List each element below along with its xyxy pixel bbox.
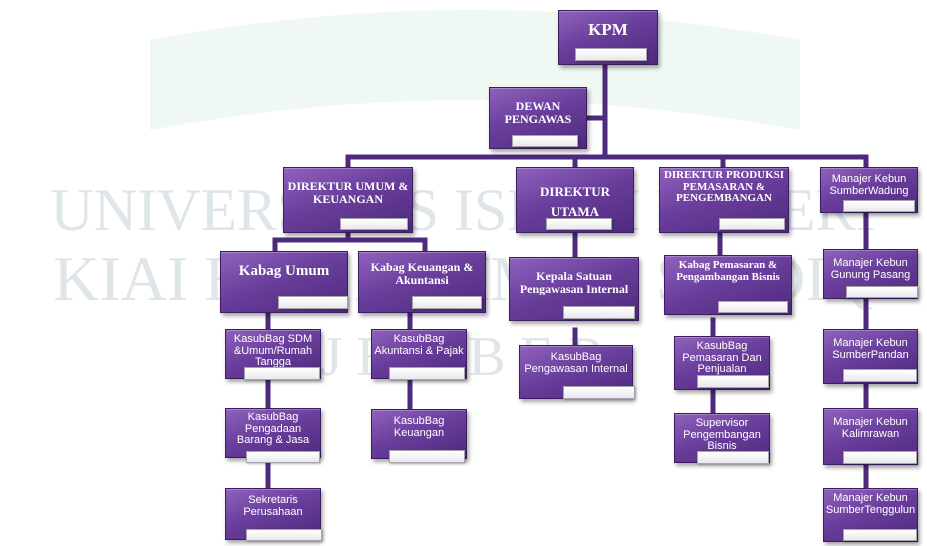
node-kpm-label: KPM <box>588 20 628 39</box>
node-manajer-sumberpandan-label: Manajer Kebun SumberPandan <box>832 337 909 361</box>
node-kasubbag-pengadaan-tag <box>246 451 320 463</box>
node-kasubbag-sdm-label: KasubBag SDM &Umum/Rumah Tangga <box>233 333 313 369</box>
node-manajer-sumbertenggulun-tag <box>843 529 917 541</box>
node-kabag-keuangan-label: Kabag Keuangan & Akuntansi <box>370 260 474 287</box>
node-kasubbag-keuangan-label: KasubBag Keuangan <box>393 415 445 439</box>
node-kasubbag-pemasaran-label: KasubBag Pemasaran Dan Penjualan <box>682 340 762 376</box>
node-kasubbag-pengawasan-tag <box>563 386 635 399</box>
node-kasubbag-pengadaan-label: KasubBag Pengadaan Barang & Jasa <box>236 411 310 447</box>
node-kasubbag-pemasaran-tag <box>697 375 769 388</box>
node-dewan-pengawas-tag <box>512 135 578 147</box>
node-kabag-umum-label: Kabag Umum <box>238 263 330 279</box>
node-direktur-utama-label: DIREKTUR UTAMA <box>540 184 611 219</box>
node-direktur-umum-label: DIREKTUR UMUM & KEUANGAN <box>287 179 409 206</box>
node-manajer-sumberwadung-label: Manajer Kebun SumberWadung <box>829 173 909 197</box>
node-kabag-pemasaran-label: Kabag Pemasaran & Pengambangan Bisnis <box>676 259 780 283</box>
node-manajer-gunungpasang-tag <box>846 286 918 298</box>
node-sekretaris-tag <box>246 529 322 541</box>
node-manajer-kalimrawan-tag <box>843 451 917 464</box>
node-kabag-keuangan-tag <box>412 296 482 309</box>
node-direktur-produksi-tag <box>719 218 785 230</box>
node-manajer-gunungpasang-label: Manajer Kebun Gunung Pasang <box>830 257 911 281</box>
node-kasubbag-akuntansi-tag <box>389 367 465 380</box>
node-direktur-umum-tag <box>340 218 408 230</box>
node-kabag-pemasaran-tag <box>718 301 788 313</box>
node-direktur-produksi-label: DIREKTUR PRODUKSI PEMASARAN & PENGEMBANG… <box>663 169 785 205</box>
node-manajer-sumberpandan-tag <box>843 369 917 382</box>
node-kasubbag-sdm-tag <box>244 367 320 380</box>
node-kasubbag-pengawasan-label: KasubBag Pengawasan Internal <box>524 351 628 375</box>
node-kasubbag-akuntansi-label: KasubBag Akuntansi & Pajak <box>374 333 464 357</box>
node-sekretaris-label: Sekretaris Perusahaan <box>243 494 303 518</box>
node-kasubbag-keuangan-tag <box>389 450 465 463</box>
node-kepala-spi-tag <box>563 306 635 319</box>
node-direktur-utama-tag <box>546 218 612 230</box>
node-kabag-umum-tag <box>278 296 348 309</box>
node-kpm-tag <box>575 48 647 61</box>
node-manajer-sumbertenggulun-label: Manajer Kebun SumberTenggulun <box>825 492 916 516</box>
node-dewan-pengawas-label: DEWAN PENGAWAS <box>504 99 572 126</box>
node-kepala-spi-label: Kepala Satuan Pengawasan Internal <box>519 269 629 296</box>
node-manajer-sumberwadung-tag <box>843 200 915 212</box>
node-manajer-kalimrawan-label: Manajer Kebun Kalimrawan <box>833 416 908 440</box>
node-supervisor-pengembangan-label: Supervisor Pengembangan Bisnis <box>683 417 761 453</box>
node-kasubbag-pengadaan: KasubBag Pengadaan Barang & Jasa <box>225 408 321 458</box>
node-supervisor-pengembangan-tag <box>697 451 769 464</box>
